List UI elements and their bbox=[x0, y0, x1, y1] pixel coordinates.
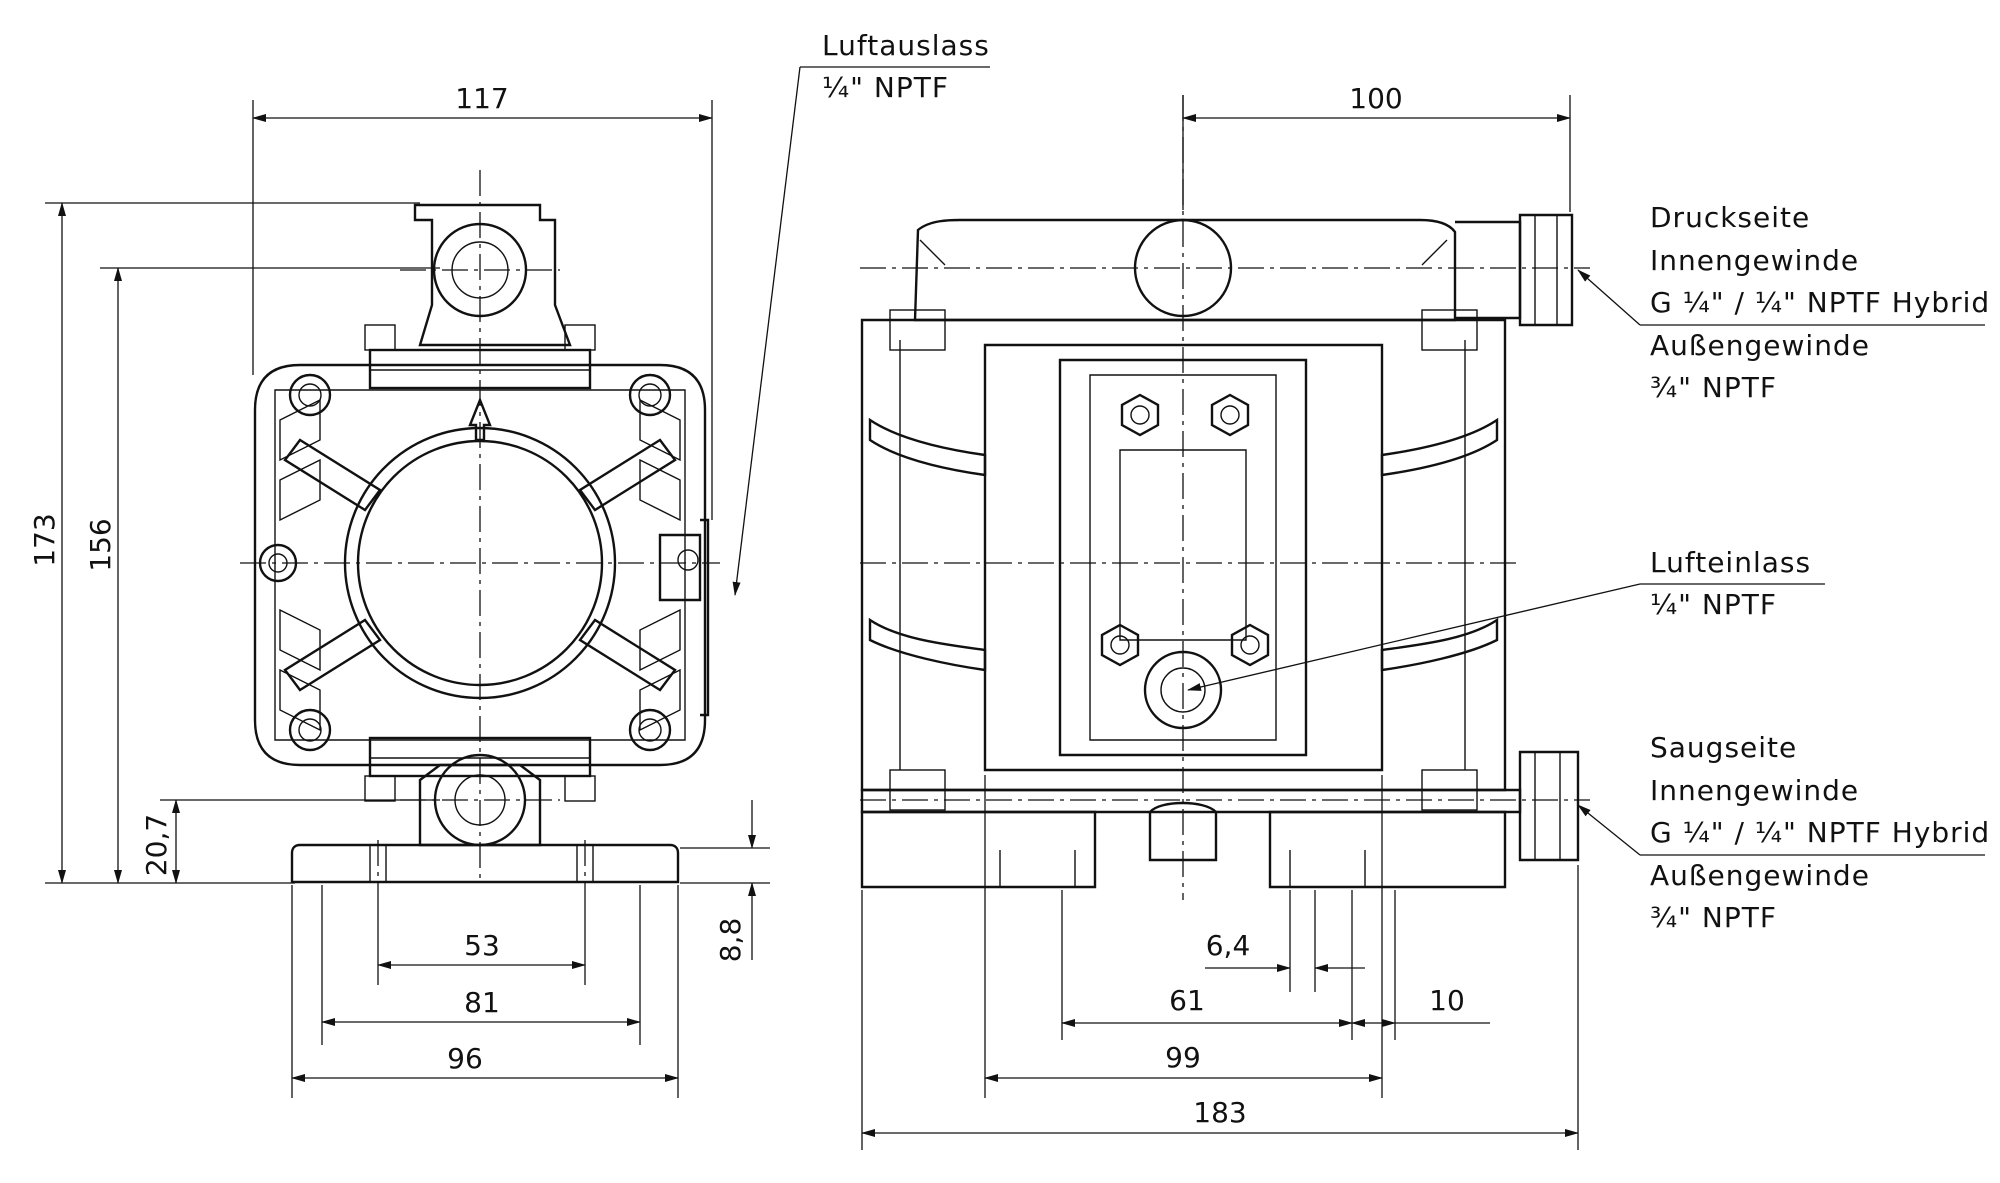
air-inlet-callout: Lufteinlass ¼" NPTF bbox=[1187, 546, 1825, 691]
air-inlet-bore bbox=[1160, 667, 1206, 713]
suction-inner-thread-label: Innengewinde bbox=[1650, 774, 1859, 807]
clamp-bands bbox=[364, 324, 596, 802]
dim-173: 173 bbox=[28, 513, 61, 566]
dim-117: 117 bbox=[455, 82, 508, 115]
dim-100: 100 bbox=[1349, 82, 1402, 115]
top-center-port bbox=[1133, 218, 1233, 318]
front-view bbox=[860, 95, 1590, 900]
discharge-thread-spec: G ¼" / ¼" NPTF Hybrid bbox=[1650, 286, 1990, 319]
discharge-title: Druckseite bbox=[1650, 201, 1810, 234]
dim-96: 96 bbox=[447, 1042, 483, 1075]
diaphragm-chamber-outer bbox=[343, 426, 617, 700]
suction-outer-thread-spec: ¾" NPTF bbox=[1650, 901, 1777, 934]
suction-side-callout: Saugseite Innengewinde G ¼" / ¼" NPTF Hy… bbox=[1577, 731, 1990, 934]
discharge-side-callout: Druckseite Innengewinde G ¼" / ¼" NPTF H… bbox=[1577, 201, 1990, 404]
dim-10: 10 bbox=[1429, 984, 1465, 1017]
suction-title: Saugseite bbox=[1650, 731, 1797, 764]
dim-183: 183 bbox=[1193, 1096, 1246, 1129]
air-outlet-spec: ¼" NPTF bbox=[822, 71, 949, 104]
air-valve-cover bbox=[700, 518, 710, 717]
bottom-center-port bbox=[1148, 801, 1218, 862]
dim-61: 61 bbox=[1169, 984, 1205, 1017]
air-outlet-callout: Luftauslass ¼" NPTF bbox=[732, 29, 990, 596]
top-manifold bbox=[413, 203, 572, 347]
side-view-dimensions: 117 173 156 20,7 8,8 53 81 96 bbox=[28, 82, 770, 1098]
base-foot bbox=[290, 843, 680, 884]
air-valve-housing bbox=[658, 533, 702, 602]
pump-housing bbox=[253, 363, 707, 767]
dim-8-8: 8,8 bbox=[714, 918, 747, 963]
front-view-dimensions: 100 6,4 61 10 99 183 bbox=[861, 82, 1579, 1150]
suction-thread-spec: G ¼" / ¼" NPTF Hybrid bbox=[1650, 816, 1990, 849]
dim-6-4: 6,4 bbox=[1206, 929, 1251, 962]
side-view bbox=[240, 170, 720, 890]
dim-53: 53 bbox=[464, 929, 500, 962]
suction-outer-thread-label: Außengewinde bbox=[1650, 859, 1870, 892]
diagonal-struts bbox=[283, 438, 677, 692]
housing-inner-outline bbox=[274, 389, 686, 741]
air-outlet-port bbox=[432, 222, 528, 318]
flow-direction-arrow-icon bbox=[468, 396, 492, 442]
discharge-manifold bbox=[913, 218, 1457, 322]
air-outlet-title: Luftauslass bbox=[822, 29, 990, 62]
dim-99: 99 bbox=[1165, 1041, 1201, 1074]
front-foot-right bbox=[1268, 810, 1507, 889]
corner-bolts bbox=[258, 373, 672, 752]
dim-156: 156 bbox=[84, 518, 117, 571]
discharge-connector-nut bbox=[1518, 213, 1574, 327]
air-inlet-port bbox=[1143, 650, 1223, 730]
suction-bore bbox=[454, 774, 506, 826]
dim-20-7: 20,7 bbox=[140, 814, 173, 876]
front-foot-left bbox=[860, 810, 1097, 889]
air-outlet-bore bbox=[451, 241, 509, 299]
discharge-outer-thread-label: Außengewinde bbox=[1650, 329, 1870, 362]
discharge-outer-thread-spec: ¾" NPTF bbox=[1650, 371, 1777, 404]
mounting-holes bbox=[369, 845, 594, 882]
dim-81: 81 bbox=[464, 986, 500, 1019]
air-inlet-title: Lufteinlass bbox=[1650, 546, 1811, 579]
center-section bbox=[983, 343, 1384, 772]
housing-ribs bbox=[279, 398, 681, 732]
air-valve-window bbox=[1119, 449, 1247, 641]
suction-connector-nut bbox=[1518, 750, 1580, 862]
air-valve-plug bbox=[677, 549, 699, 571]
air-chamber-frame bbox=[1058, 358, 1308, 757]
center-hex-bolts bbox=[1100, 393, 1270, 667]
air-inlet-spec: ¼" NPTF bbox=[1650, 588, 1777, 621]
discharge-inner-thread-label: Innengewinde bbox=[1650, 244, 1859, 277]
discharge-connector bbox=[1455, 220, 1522, 320]
